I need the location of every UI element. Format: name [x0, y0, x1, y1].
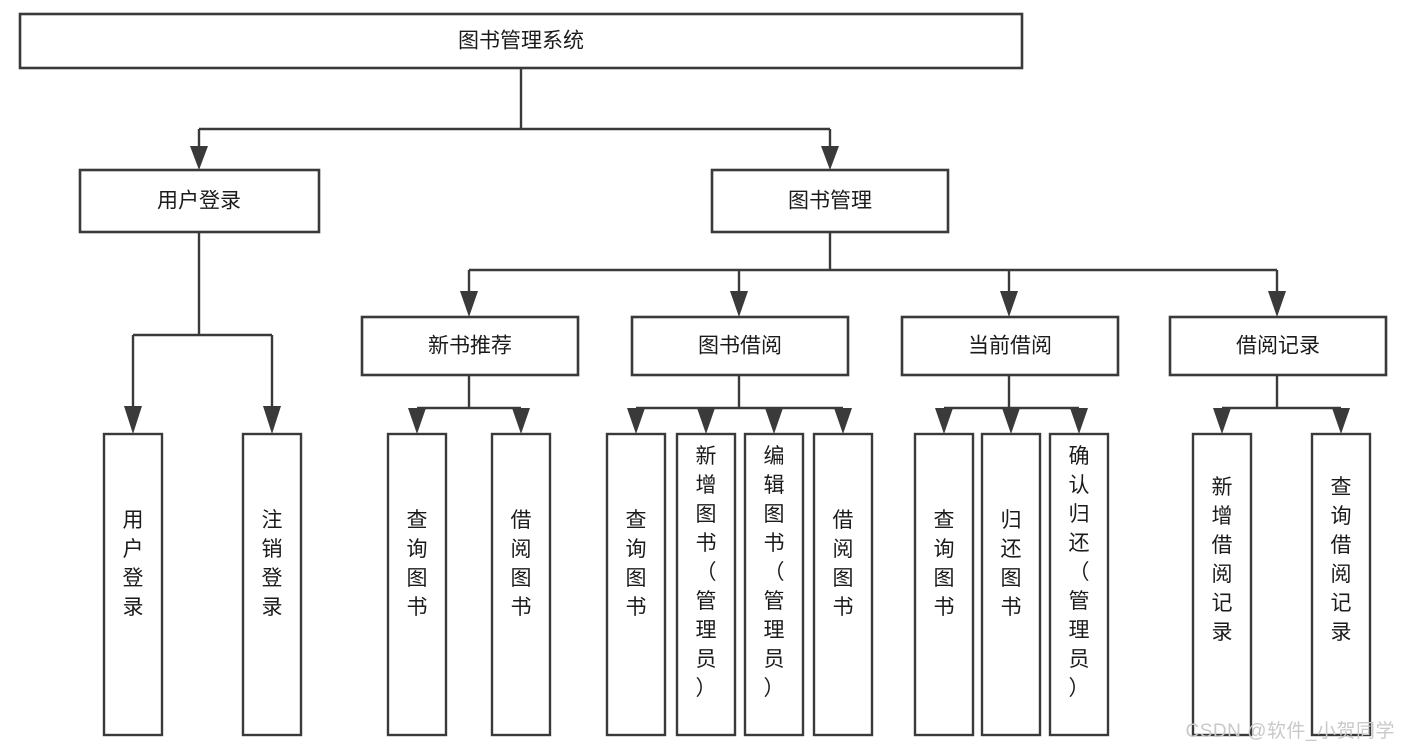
leaf-borrow-book-2-label: 借阅图书	[833, 509, 854, 619]
borrow-record-label: 借阅记录	[1236, 335, 1320, 358]
leaf-node-query-book-2[interactable]: 查询图书	[605, 432, 667, 737]
arrow-ul-leaf2	[263, 406, 281, 434]
book-management-box[interactable]	[710, 168, 950, 234]
leaf-return-book-label: 归还图书	[1001, 509, 1022, 619]
leaf-query-record-box[interactable]	[1310, 432, 1372, 737]
leaf-confirm-return-label: 确认归还（管理员）	[1069, 445, 1090, 700]
leaf-node-user-login[interactable]: 用户登录	[102, 432, 164, 737]
leaf-confirm-return-box[interactable]	[1048, 432, 1110, 737]
leaf-node-confirm-return[interactable]: 确认归还（管理员）	[1048, 432, 1110, 737]
arrow-to-book-borrow	[730, 291, 748, 317]
arrow-bb-leaf3	[765, 408, 783, 434]
node-book-management[interactable]: 图书管理	[710, 168, 950, 234]
arrow-to-borrow-record	[1268, 291, 1286, 317]
leaf-user-logout-box[interactable]	[241, 432, 303, 737]
leaf-user-logout-label: 注销登录	[262, 509, 283, 619]
arrow-nb-leaf1	[408, 408, 426, 434]
node-book-borrow[interactable]: 图书借阅	[630, 315, 850, 377]
leaf-edit-book-box[interactable]	[743, 432, 805, 737]
arrow-bb-leaf1	[627, 408, 645, 434]
leaf-borrow-book-1-box[interactable]	[490, 432, 552, 737]
arrow-cb-leaf1	[935, 408, 953, 434]
leaf-borrow-book-1-label: 借阅图书	[511, 509, 532, 619]
leaf-return-book-box[interactable]	[980, 432, 1042, 737]
borrow-record-box[interactable]	[1168, 315, 1388, 377]
leaf-add-book-box[interactable]	[675, 432, 737, 737]
leaf-query-book-3-box[interactable]	[913, 432, 975, 737]
leaf-node-user-logout[interactable]: 注销登录	[241, 432, 303, 737]
node-current-borrow[interactable]: 当前借阅	[900, 315, 1120, 377]
book-borrow-box[interactable]	[630, 315, 850, 377]
user-login-label: 用户登录	[157, 190, 241, 213]
leaf-add-book-label: 新增图书（管理员）	[696, 445, 717, 700]
leaf-node-query-book-3[interactable]: 查询图书	[913, 432, 975, 737]
node-user-login[interactable]: 用户登录	[78, 168, 321, 234]
leaf-user-login-box[interactable]	[102, 432, 164, 737]
user-login-box[interactable]	[78, 168, 321, 234]
leaf-add-record-label: 新增借阅记录	[1212, 476, 1233, 644]
leaf-query-record-label: 查询借阅记录	[1331, 476, 1352, 644]
csdn-watermark: CSDN @软件_小贺同学	[1185, 721, 1395, 742]
arrow-br-leaf2	[1332, 408, 1350, 434]
arrow-to-user-login	[190, 146, 208, 170]
arrow-bb-leaf2	[697, 408, 715, 434]
new-book-recommend-box[interactable]	[360, 315, 580, 377]
new-book-recommend-label: 新书推荐	[428, 335, 512, 358]
leaf-node-edit-book[interactable]: 编辑图书（管理员）	[743, 432, 805, 737]
node-borrow-record[interactable]: 借阅记录	[1168, 315, 1388, 377]
book-borrow-label: 图书借阅	[698, 335, 782, 358]
leaf-user-login-label: 用户登录	[123, 509, 144, 619]
leaf-borrow-book-2-box[interactable]	[812, 432, 874, 737]
arrow-br-leaf1	[1213, 408, 1231, 434]
current-borrow-label: 当前借阅	[968, 335, 1052, 358]
arrow-to-new-book	[460, 291, 478, 317]
leaf-node-query-book-1[interactable]: 查询图书	[386, 432, 448, 737]
leaf-node-return-book[interactable]: 归还图书	[980, 432, 1042, 737]
book-management-label: 图书管理	[788, 190, 872, 213]
arrow-to-book-management	[821, 146, 839, 170]
node-new-book-recommend[interactable]: 新书推荐	[360, 315, 580, 377]
root-box[interactable]	[18, 12, 1024, 70]
leaf-query-book-1-label: 查询图书	[407, 509, 428, 619]
arrow-cb-leaf2	[1002, 408, 1020, 434]
node-root[interactable]: 图书管理系统	[18, 12, 1024, 70]
arrow-to-current-borrow	[1000, 291, 1018, 317]
leaf-node-query-record[interactable]: 查询借阅记录	[1310, 432, 1372, 737]
leaf-query-book-2-label: 查询图书	[626, 509, 647, 619]
leaf-node-borrow-book-2[interactable]: 借阅图书	[812, 432, 874, 737]
leaf-query-book-2-box[interactable]	[605, 432, 667, 737]
leaf-node-add-record[interactable]: 新增借阅记录	[1191, 432, 1253, 737]
arrow-bb-leaf4	[834, 408, 852, 434]
leaf-node-borrow-book-1[interactable]: 借阅图书	[490, 432, 552, 737]
arrow-cb-leaf3	[1070, 408, 1088, 434]
leaf-query-book-1-box[interactable]	[386, 432, 448, 737]
current-borrow-box[interactable]	[900, 315, 1120, 377]
arrow-nb-leaf2	[512, 408, 530, 434]
connector-layer	[124, 68, 1350, 434]
leaf-add-record-box[interactable]	[1191, 432, 1253, 737]
root-label: 图书管理系统	[458, 30, 584, 53]
arrow-ul-leaf1	[124, 406, 142, 434]
leaf-node-add-book[interactable]: 新增图书（管理员）	[675, 432, 737, 737]
leaf-edit-book-label: 编辑图书（管理员）	[764, 445, 785, 700]
leaf-query-book-3-label: 查询图书	[934, 509, 955, 619]
